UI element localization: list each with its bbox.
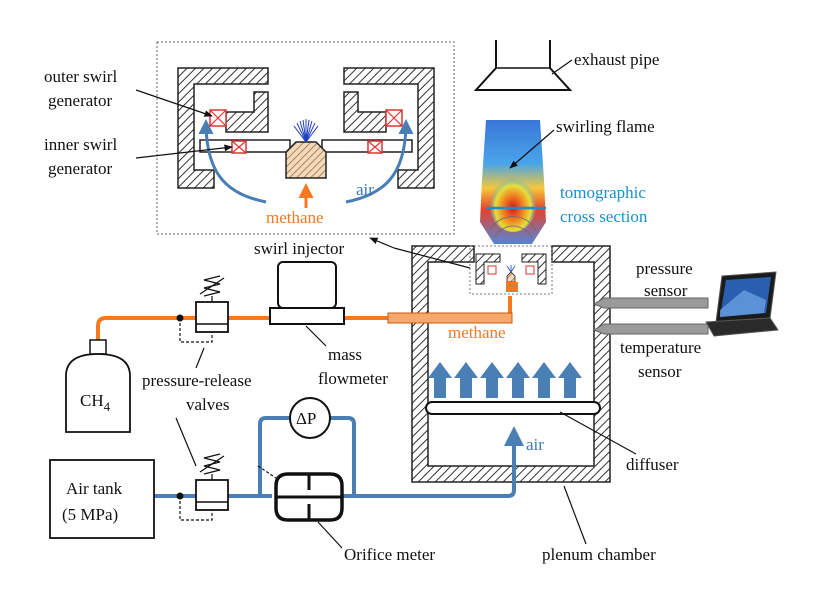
orifice-meter: [257, 465, 344, 522]
air-tank-label-line2: (5 MPa): [62, 505, 118, 524]
swirl-injector-leader-to-inset: [369, 237, 395, 249]
pressure-release-label-line2: valves: [186, 395, 229, 414]
tomographic-label-line1: tomographic: [560, 183, 646, 202]
inset-left-inner-body: [225, 91, 269, 133]
temperature-sensor-label-line2: sensor: [638, 362, 682, 381]
outer-swirl-label-line2: generator: [48, 91, 113, 110]
diffuser-label: diffuser: [626, 455, 679, 474]
air-chamber-label: air: [526, 435, 544, 454]
temperature-sensor: [592, 323, 709, 335]
temperature-sensor-label-line1: temperature: [620, 338, 701, 357]
inset-right-inner-body: [343, 91, 387, 133]
inset-right-housing: [343, 67, 435, 189]
delta-p-gauge: [289, 397, 331, 439]
inner-swirl-leader: [135, 144, 233, 159]
swirling-flame-label: swirling flame: [556, 117, 655, 136]
outer-swirl-leader: [135, 89, 213, 117]
inset-left-housing: [177, 67, 269, 189]
pressure-release-label-line1: pressure-release: [142, 371, 252, 390]
swirling-flame: [480, 120, 546, 244]
mass-flowmeter: [269, 261, 345, 325]
plenum-chamber-label: plenum chamber: [542, 545, 656, 564]
plenum-chamber: [411, 245, 611, 483]
swirl-injector-inset: air methane: [156, 41, 455, 235]
inner-swirl-box-left: [231, 140, 247, 154]
fuel-nozzle: [285, 141, 327, 179]
outer-swirl-box-left: [209, 109, 227, 127]
pressure-sensor: [592, 297, 709, 309]
outer-swirl-label-line1: outer swirl: [44, 67, 117, 86]
pressure-sensor-label-line1: pressure: [636, 259, 693, 278]
ch4-cylinder: [65, 339, 131, 433]
diffuser-leader: [559, 411, 637, 455]
chamber-injector: [469, 245, 553, 295]
delta-p-label: ΔP: [296, 409, 316, 428]
methane-chamber-label: methane: [448, 323, 506, 342]
orifice-meter-label: Orifice meter: [344, 545, 435, 564]
exhaust-pipe-leader: [551, 59, 573, 75]
swirling-flame-leader: [509, 129, 555, 169]
outer-swirl-box-right: [385, 109, 403, 127]
inner-swirl-label-line2: generator: [48, 159, 113, 178]
swirl-injector-leader-to-chamber: [393, 247, 471, 269]
diffuser-plate: [425, 401, 601, 415]
pressure-sensor-label-line2: sensor: [644, 281, 688, 300]
plenum-chamber-leader: [563, 485, 587, 545]
inset-air-label: air: [356, 180, 374, 199]
inner-swirl-box-right: [367, 140, 383, 154]
pressure-release-valve-air: [176, 453, 229, 521]
laptop-icon: [705, 271, 779, 337]
tomographic-label-line2: cross section: [560, 207, 648, 226]
mass-flowmeter-label-line2: flowmeter: [318, 369, 388, 388]
pressure-release-leader-top: [195, 347, 205, 369]
air-tank-label-line1: Air tank: [66, 479, 123, 498]
inset-frame: [156, 41, 455, 235]
inner-swirl-label-line1: inner swirl: [44, 135, 117, 154]
inset-methane-label: methane: [266, 208, 324, 227]
air-tank: [49, 459, 155, 539]
inset-air-arrow-right: [345, 119, 414, 204]
methane-line: [96, 296, 513, 344]
chamber-air-arrows: [428, 362, 582, 398]
inset-left-lower-body: [199, 139, 291, 153]
exhaust-pipe: [473, 40, 573, 91]
mass-flowmeter-label-line1: mass: [328, 345, 362, 364]
mass-flowmeter-leader: [305, 325, 327, 347]
exhaust-pipe-label: exhaust pipe: [574, 50, 659, 69]
pressure-release-valve-methane: [176, 275, 229, 343]
orifice-meter-leader: [317, 521, 343, 549]
ch4-label: CH4: [80, 391, 111, 414]
swirl-injector-label: swirl injector: [254, 239, 345, 258]
inset-air-arrow-left: [198, 119, 267, 204]
fuel-spray: [293, 119, 319, 143]
inset-right-lower-body: [321, 139, 413, 153]
pressure-release-leader-bottom: [175, 417, 197, 467]
